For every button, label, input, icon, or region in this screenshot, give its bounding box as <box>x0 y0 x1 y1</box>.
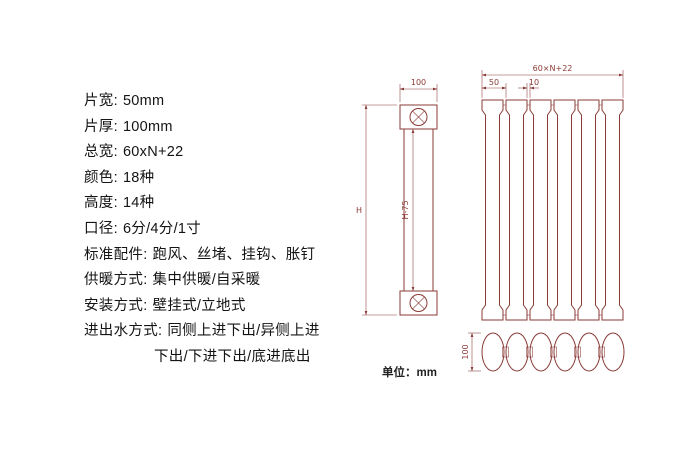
spec-value: 14种 <box>122 195 155 212</box>
bottom-valve-icon <box>409 294 428 312</box>
spec-row-piece-width: 片宽:50mm <box>84 89 384 115</box>
spec-value: 跑风、丝堵、挂钩、胀钉 <box>152 246 316 263</box>
spec-row-total-width: 总宽:60xN+22 <box>84 140 384 166</box>
top-view: 100 <box>461 332 625 372</box>
front-inner-height-dim: H-75 <box>401 200 410 219</box>
side-section-dim: 50 <box>489 78 499 87</box>
spec-row-water-flow: 进出水方式:同侧上进下出/异侧上进 <box>84 319 384 345</box>
front-height-dim: H <box>356 206 362 215</box>
column-4 <box>553 99 576 321</box>
tube-connectors <box>502 346 605 358</box>
spec-value: 壁挂式/立地式 <box>152 297 246 314</box>
spec-row-heights: 高度:14种 <box>84 191 384 217</box>
spec-value: 50mm <box>122 93 165 109</box>
side-view: 60×N+22 50 10 <box>481 64 624 321</box>
tube-1 <box>481 332 505 372</box>
spec-label: 片厚: <box>84 118 118 135</box>
tube-4 <box>553 332 577 372</box>
column-connectors <box>503 104 602 316</box>
spec-value: 同侧上进下出/异侧上进 <box>167 323 320 340</box>
spec-row-water-flow-continuation: 下出/下进下出/底进底出 <box>84 345 384 371</box>
top-valve-icon <box>409 108 428 126</box>
column-1 <box>481 99 504 321</box>
spec-value: 100mm <box>122 118 173 135</box>
front-width-dim: 100 <box>411 78 426 87</box>
column-5 <box>577 99 600 321</box>
spec-label: 总宽: <box>84 144 118 161</box>
spec-row-heating-mode: 供暖方式:集中供暖/自采暖 <box>84 268 384 294</box>
spec-label: 供暖方式: <box>84 272 148 289</box>
column-3 <box>529 99 552 321</box>
spec-row-install-mode: 安装方式:壁挂式/立地式 <box>84 294 384 320</box>
side-total-width-dim: 60×N+22 <box>533 64 573 73</box>
spec-label: 标准配件: <box>84 246 148 263</box>
technical-drawing: 100 H-75 H <box>356 64 625 372</box>
spec-row-accessories: 标准配件:跑风、丝堵、挂钩、胀钉 <box>84 243 384 269</box>
spec-value: 18种 <box>122 169 155 186</box>
front-view: 100 H-75 H <box>356 78 438 316</box>
spec-value: 60xN+22 <box>122 144 184 161</box>
spec-label: 颜色: <box>84 169 118 186</box>
spec-row-caliber: 口径:6分/4分/1寸 <box>84 217 384 243</box>
column-2 <box>505 99 528 321</box>
spec-label: 口径: <box>84 220 118 237</box>
spec-label: 高度: <box>84 195 118 212</box>
spec-row-colors: 颜色:18种 <box>84 166 384 192</box>
spec-row-piece-thickness: 片厚:100mm <box>84 115 384 141</box>
spec-list: 片宽:50mm 片厚:100mm 总宽:60xN+22 颜色:18种 高度:14… <box>84 89 384 371</box>
spec-value: 集中供暖/自采暖 <box>152 272 261 289</box>
spec-value: 下出/下进下出/底进底出 <box>154 348 311 365</box>
spec-value: 6分/4分/1寸 <box>122 220 202 237</box>
tube-3 <box>529 332 553 372</box>
spec-label: 安装方式: <box>84 297 148 314</box>
column-6 <box>601 99 624 321</box>
spec-label: 进出水方式: <box>84 323 163 340</box>
tube-5 <box>577 332 601 372</box>
top-depth-dim: 100 <box>461 344 470 359</box>
spec-label: 片宽: <box>84 93 118 109</box>
unit-label: 单位：mm <box>382 367 437 379</box>
tube-6 <box>601 332 625 372</box>
side-gap-dim: 10 <box>529 78 539 87</box>
tube-2 <box>505 332 529 372</box>
